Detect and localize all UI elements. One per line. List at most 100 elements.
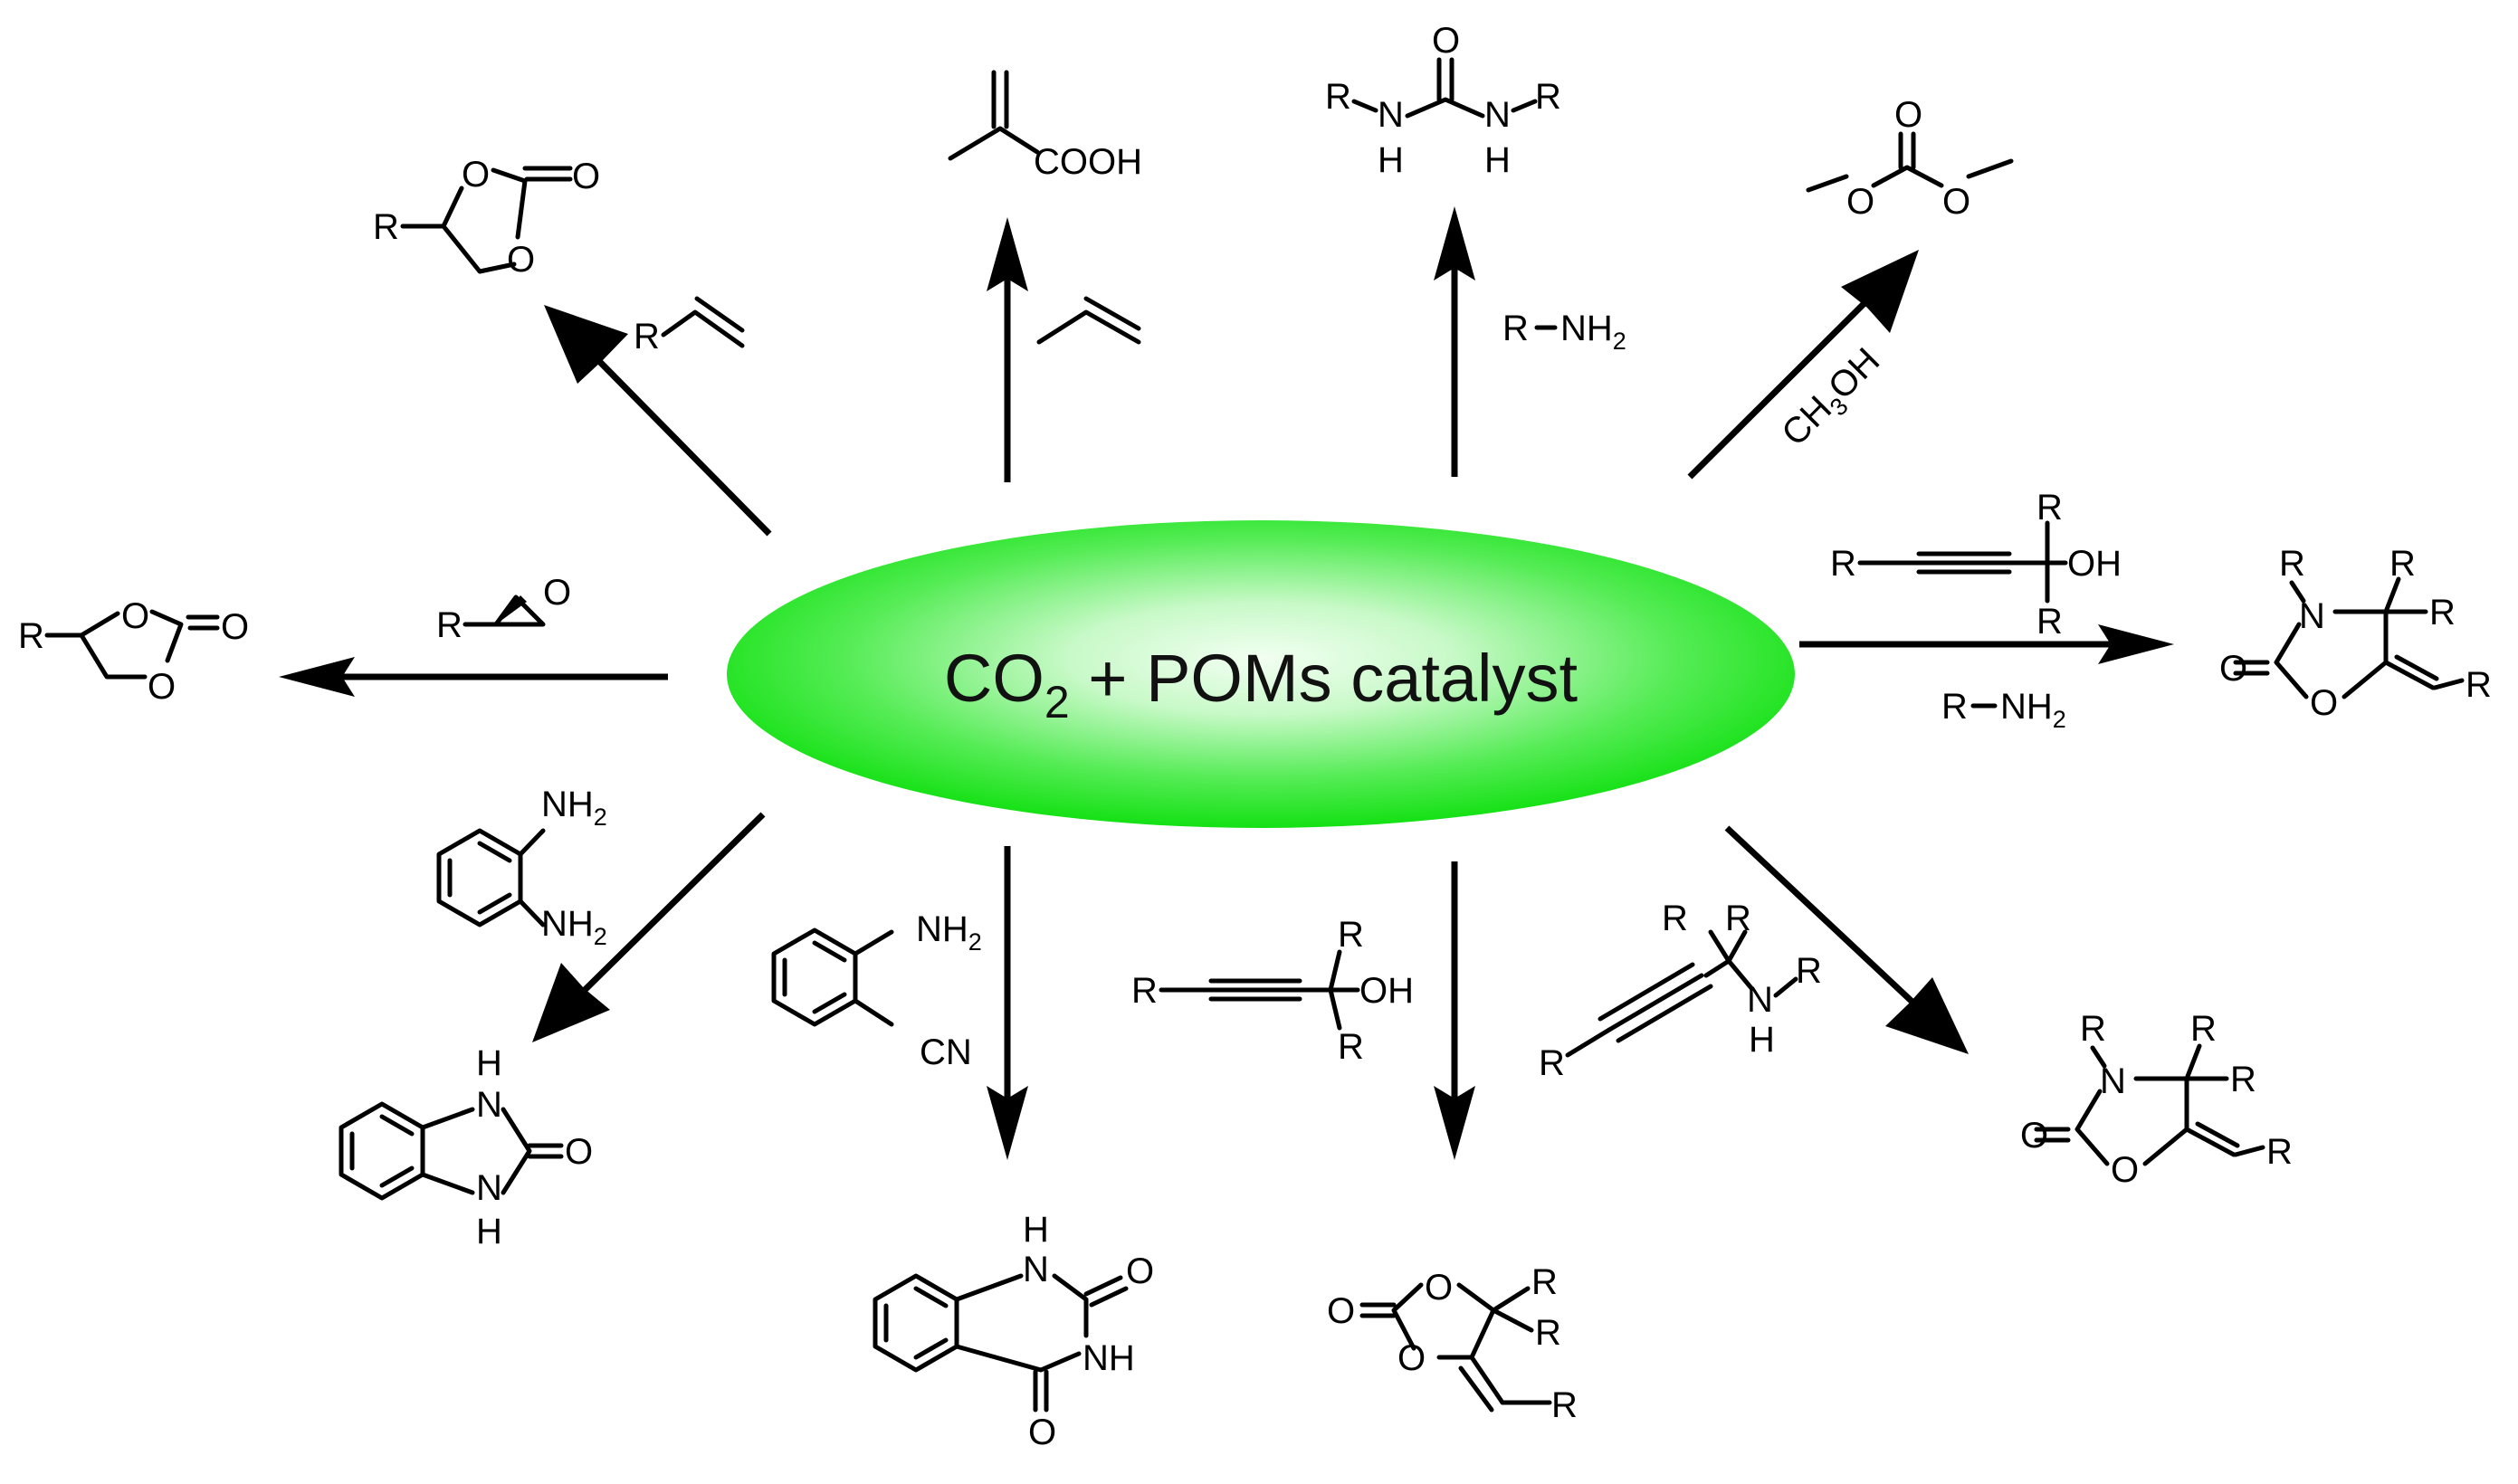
- svg-text:NH: NH: [1083, 1338, 1135, 1378]
- arrow-upper-right: [1687, 296, 1872, 480]
- svg-text:O: O: [1126, 1251, 1154, 1291]
- svg-text:H: H: [1023, 1210, 1049, 1250]
- product-dimethyl-carbonate: O O O: [1806, 95, 2014, 222]
- svg-text:R: R: [1535, 1313, 1561, 1353]
- arrow-down-left-head: [987, 1086, 1028, 1160]
- svg-text:NH2: NH2: [1560, 309, 1626, 355]
- svg-text:OH: OH: [2067, 544, 2122, 584]
- reagent-o-phenylenediamine: NH2 NH2: [436, 785, 607, 950]
- svg-text:R: R: [2266, 1132, 2293, 1172]
- svg-text:R: R: [1531, 1262, 1558, 1302]
- svg-text:O: O: [565, 1132, 593, 1172]
- svg-text:O: O: [1425, 1268, 1453, 1308]
- catalyst-label: CO2 + POMs catalyst: [944, 641, 1579, 728]
- arrow-up-right-head: [1434, 206, 1475, 281]
- svg-text:NH2: NH2: [541, 904, 607, 950]
- svg-text:O: O: [2219, 649, 2247, 689]
- product-alkylidene-carbonate: O O O R R R: [1327, 1262, 1578, 1425]
- reagent-2-aminobenzonitrile: NH2 CN: [771, 909, 982, 1072]
- arrow-up-left-head: [987, 217, 1028, 291]
- svg-text:R: R: [2279, 544, 2305, 584]
- svg-text:NH2: NH2: [541, 785, 607, 831]
- svg-text:NH2: NH2: [2000, 687, 2066, 733]
- svg-text:O: O: [507, 240, 535, 280]
- svg-text:H: H: [1749, 1020, 1775, 1060]
- svg-text:N: N: [476, 1168, 502, 1208]
- svg-text:O: O: [148, 667, 176, 707]
- svg-text:R: R: [1539, 1043, 1565, 1083]
- svg-text:N: N: [2299, 596, 2325, 636]
- svg-text:R: R: [1796, 951, 1822, 991]
- svg-text:R: R: [1551, 1385, 1578, 1425]
- svg-text:R: R: [2389, 544, 2416, 584]
- reagent-methanol: CH3OH: [1774, 340, 1892, 458]
- product-cyclic-carbonate-upper-left: R O O O: [373, 155, 600, 280]
- svg-text:O: O: [1846, 182, 1874, 222]
- svg-text:R: R: [1338, 915, 1364, 955]
- svg-text:R: R: [2466, 665, 2492, 705]
- reagent-propargylamine: R R R N H R: [1539, 899, 1822, 1083]
- svg-text:O: O: [572, 157, 600, 196]
- reagent-epoxide: R O: [436, 573, 571, 645]
- svg-text:R: R: [634, 317, 660, 357]
- svg-text:COOH: COOH: [1034, 142, 1142, 182]
- product-quinazolinedione: H N O NH O: [873, 1210, 1154, 1452]
- svg-text:NH2: NH2: [916, 909, 982, 956]
- svg-text:O: O: [1942, 182, 1970, 222]
- svg-text:O: O: [543, 573, 571, 613]
- svg-text:R: R: [2190, 1009, 2217, 1049]
- arrow-upper-right-head: [1841, 250, 1919, 333]
- svg-text:O: O: [121, 596, 149, 636]
- svg-text:N: N: [1484, 95, 1511, 135]
- svg-text:R: R: [2036, 602, 2063, 642]
- arrow-down-right-head: [1434, 1086, 1475, 1160]
- svg-text:R: R: [2080, 1009, 2106, 1049]
- arrow-lower-right-head: [1885, 977, 1969, 1054]
- svg-text:CH3OH: CH3OH: [1774, 340, 1892, 458]
- svg-text:OH: OH: [1359, 971, 1414, 1011]
- svg-text:N: N: [2100, 1061, 2126, 1101]
- reagent-propargyl-alcohol-right: R R R OH: [1830, 488, 2122, 642]
- svg-text:O: O: [2310, 683, 2338, 723]
- svg-text:R: R: [1338, 1027, 1364, 1067]
- reagent-amine-top: R NH2: [1502, 309, 1626, 355]
- svg-text:R: R: [1535, 77, 1561, 117]
- svg-text:R: R: [1725, 899, 1751, 938]
- svg-text:H: H: [1378, 140, 1404, 180]
- svg-text:O: O: [2020, 1116, 2048, 1156]
- svg-text:R: R: [1941, 687, 1968, 727]
- svg-text:N: N: [1023, 1250, 1049, 1289]
- svg-text:O: O: [221, 607, 249, 647]
- svg-text:R: R: [1131, 971, 1158, 1011]
- svg-text:R: R: [2230, 1060, 2256, 1099]
- product-cyclic-carbonate-left: R O O O: [18, 596, 249, 707]
- svg-text:CN: CN: [920, 1032, 972, 1072]
- svg-text:R: R: [1325, 77, 1351, 117]
- reagent-propargyl-alcohol-bottom: R R R OH: [1131, 915, 1414, 1067]
- catalyst-ellipse: CO2 + POMs catalyst: [727, 520, 1795, 828]
- svg-text:R: R: [18, 616, 44, 656]
- product-methacrylic-acid: COOH: [948, 70, 1142, 182]
- svg-text:R: R: [2036, 488, 2063, 528]
- svg-text:O: O: [1894, 95, 1922, 135]
- svg-text:N: N: [1747, 980, 1773, 1020]
- svg-text:H: H: [476, 1043, 502, 1083]
- svg-text:H: H: [1484, 140, 1511, 180]
- svg-text:H: H: [476, 1212, 502, 1251]
- svg-text:R: R: [1662, 899, 1688, 938]
- product-oxazolidinone-bottom-right: R N R R O O R: [2020, 1009, 2293, 1190]
- svg-text:R: R: [373, 207, 399, 247]
- svg-text:O: O: [1028, 1413, 1056, 1452]
- reagent-amine-right: R NH2: [1941, 687, 2066, 733]
- svg-text:O: O: [1327, 1291, 1355, 1331]
- svg-text:O: O: [462, 155, 490, 195]
- reagent-propene: [1036, 296, 1141, 345]
- svg-text:O: O: [2111, 1150, 2139, 1190]
- reagent-alkene-upper-left: R: [634, 296, 745, 357]
- svg-text:R: R: [436, 605, 463, 645]
- arrow-right-head: [2098, 624, 2174, 664]
- svg-text:N: N: [476, 1085, 502, 1125]
- arrow-upper-left-head: [544, 305, 628, 384]
- svg-text:O: O: [1432, 21, 1460, 61]
